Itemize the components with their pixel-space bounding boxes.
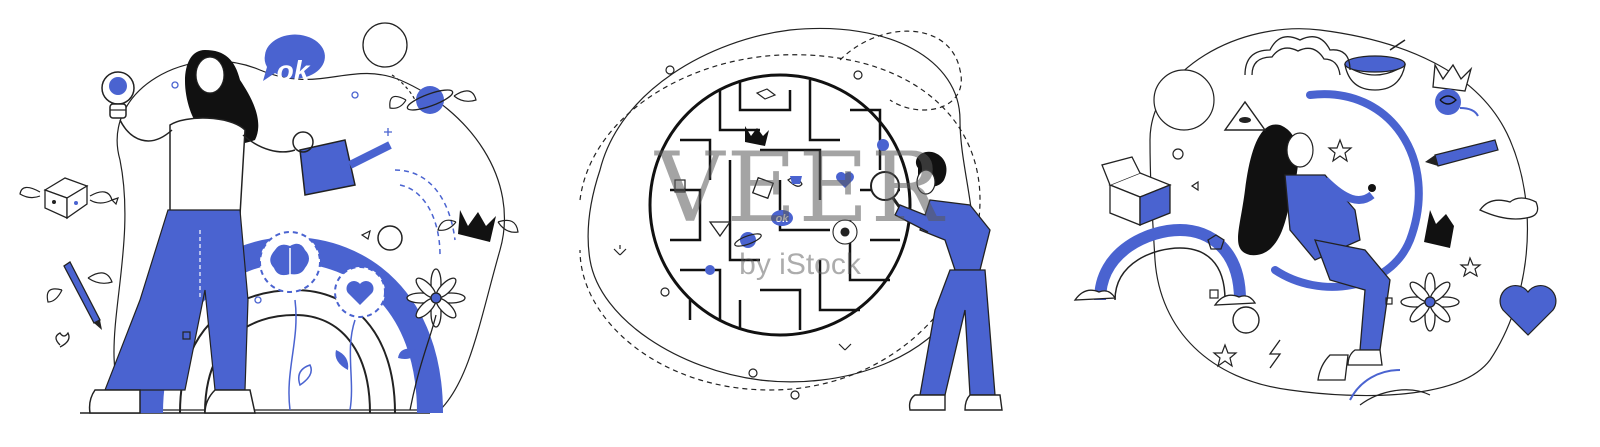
pyramid-eye-icon [1223, 100, 1267, 131]
moon-circle [362, 22, 408, 68]
crescent-moon [1271, 90, 1423, 291]
maze-circle: ok [648, 73, 912, 337]
ok-tag: ok [771, 210, 793, 226]
heart-icon [836, 171, 854, 188]
pencil-icon [1425, 139, 1499, 167]
star-icon [1327, 138, 1353, 163]
man-figure [894, 151, 1003, 411]
ok-tag-text: ok [776, 213, 790, 225]
winged-dice-icon [19, 177, 113, 220]
flower-icon [1400, 272, 1460, 332]
dice-icon [751, 176, 775, 200]
illustration-woman-crescent [1060, 0, 1600, 447]
bowl-icon [1344, 39, 1406, 91]
watering-can-icon [292, 131, 392, 196]
crown-icon [745, 126, 769, 146]
moon-circle [1153, 69, 1215, 131]
ok-bubble-text: ok [277, 55, 311, 86]
light-bulb-icon [101, 71, 135, 119]
gift-box-icon [1101, 156, 1172, 226]
cloud-icon [1479, 197, 1539, 220]
winged-crown-icon [437, 210, 519, 242]
crown-icon [1432, 62, 1473, 92]
winged-pencil-icon [46, 261, 113, 330]
rose-icon [1435, 89, 1479, 117]
heart-icon [1499, 285, 1557, 336]
star-icon [1212, 343, 1238, 368]
planet-icon [740, 232, 756, 248]
woman-figure [1238, 124, 1391, 381]
illustration-man-maze: ok [560, 0, 1040, 447]
illustration-woman-watering: ok [0, 0, 540, 447]
winged-planet-icon [389, 86, 477, 114]
flower-icon [406, 268, 466, 328]
crown-blue-icon [1424, 210, 1454, 248]
ok-speech-bubble: ok [263, 34, 325, 86]
rainbow-icon [1073, 223, 1257, 306]
star-icon [1459, 256, 1482, 278]
woman-figure [88, 50, 296, 414]
pyramid-icon [708, 221, 732, 238]
heart-icon [334, 266, 386, 318]
background-blob [1149, 28, 1529, 397]
brain-icon [259, 231, 321, 293]
flower-icon [832, 219, 858, 245]
